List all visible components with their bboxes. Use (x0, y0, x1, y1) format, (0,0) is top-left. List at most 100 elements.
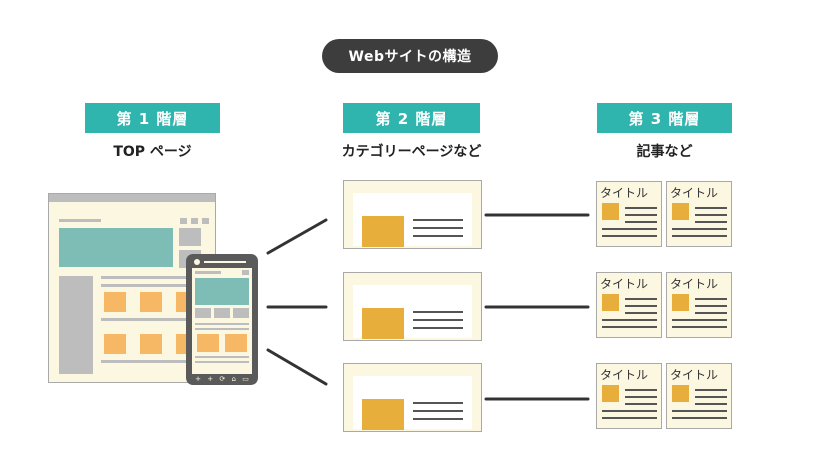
article-text-line (695, 221, 727, 223)
phone-nav-bar: + + ⟳ ⌂ ▭ (192, 374, 252, 384)
tabs-icon: ▭ (242, 375, 249, 383)
phone-text-line (195, 356, 249, 358)
level-2-badge: 第 2 階層 (343, 103, 480, 133)
phone-tab (233, 308, 249, 318)
article-text-line (625, 389, 657, 391)
phone-screen (192, 268, 252, 374)
phone-address-bar (204, 261, 246, 263)
article-image (602, 203, 619, 220)
plus-icon: + (195, 375, 201, 383)
phone-thumbnail (197, 334, 219, 352)
phone-camera (194, 259, 200, 265)
category-page-card (343, 363, 482, 432)
level-1-badge: 第 1 階層 (85, 103, 220, 133)
article-title: タイトル (600, 186, 649, 200)
text-line (101, 284, 211, 287)
category-page-card (343, 180, 482, 249)
connector-top-to-cat-1 (266, 218, 328, 255)
connector-top-to-cat-3 (266, 348, 328, 386)
article-text-line (625, 207, 657, 209)
plus-icon: + (207, 375, 214, 383)
side-box (179, 228, 201, 246)
article-text-line (602, 319, 657, 321)
level-3-badge: 第 3 階層 (597, 103, 732, 133)
card-text-line (413, 402, 463, 404)
article-title: タイトル (670, 186, 719, 200)
level-3-label: 記事など (636, 144, 693, 160)
sidebar-block (59, 276, 93, 374)
article-text-line (625, 221, 657, 223)
phone-text-line (195, 328, 249, 330)
article-title: タイトル (670, 277, 719, 291)
article-text-line (602, 410, 657, 412)
article-text-line (625, 305, 657, 307)
diagram-title: Webサイトの構造 (322, 39, 498, 73)
header-line (59, 219, 101, 222)
article-text-line (695, 214, 727, 216)
article-text-line (602, 228, 657, 230)
thumbnail (104, 292, 126, 312)
text-line (101, 276, 211, 279)
thumbnail (176, 334, 186, 354)
card-text-line (413, 227, 463, 229)
card-text-line (413, 327, 463, 329)
phone-menu-icon (242, 270, 249, 275)
level-1-label: TOP ページ (113, 144, 192, 160)
card-text-line (413, 418, 463, 420)
article-text-line (672, 326, 727, 328)
card-image (362, 216, 404, 247)
article-text-line (625, 396, 657, 398)
phone-tab (214, 308, 230, 318)
article-card: タイトル (596, 272, 662, 338)
card-image (362, 399, 404, 430)
card-image (362, 308, 404, 339)
hero-banner (59, 228, 173, 267)
article-text-line (625, 312, 657, 314)
header-icon (180, 218, 187, 224)
text-line (101, 360, 211, 363)
article-card: タイトル (666, 181, 732, 247)
refresh-icon: ⟳ (219, 375, 226, 383)
phone-tab (195, 308, 211, 318)
browser-bar (49, 194, 215, 202)
text-line (101, 318, 211, 321)
article-text-line (695, 396, 727, 398)
phone-text-line (195, 323, 249, 325)
article-text-line (695, 207, 727, 209)
article-card: タイトル (666, 272, 732, 338)
article-text-line (672, 235, 727, 237)
article-text-line (602, 417, 657, 419)
article-text-line (695, 312, 727, 314)
article-title: タイトル (600, 368, 649, 382)
article-image (602, 385, 619, 402)
phone-header-line (195, 271, 221, 274)
article-text-line (672, 228, 727, 230)
card-text-line (413, 219, 463, 221)
article-image (672, 385, 689, 402)
card-text-line (413, 311, 463, 313)
card-text-line (413, 319, 463, 321)
thumbnail (140, 292, 162, 312)
phone-page-mock: + + ⟳ ⌂ ▭ (186, 254, 258, 385)
article-text-line (695, 305, 727, 307)
article-text-line (625, 214, 657, 216)
article-card: タイトル (666, 363, 732, 429)
phone-hero (195, 278, 249, 305)
header-icon (191, 218, 198, 224)
thumbnail (140, 334, 162, 354)
article-text-line (695, 298, 727, 300)
article-title: タイトル (600, 277, 649, 291)
level-2-label: カテゴリーページなど (341, 144, 482, 160)
article-text-line (672, 319, 727, 321)
home-icon: ⌂ (231, 375, 236, 383)
article-text-line (695, 389, 727, 391)
article-image (602, 294, 619, 311)
article-text-line (625, 298, 657, 300)
phone-text-line (195, 361, 249, 363)
thumbnail (104, 334, 126, 354)
article-text-line (672, 417, 727, 419)
article-image (672, 294, 689, 311)
thumbnail (176, 292, 186, 312)
article-card: タイトル (596, 363, 662, 429)
